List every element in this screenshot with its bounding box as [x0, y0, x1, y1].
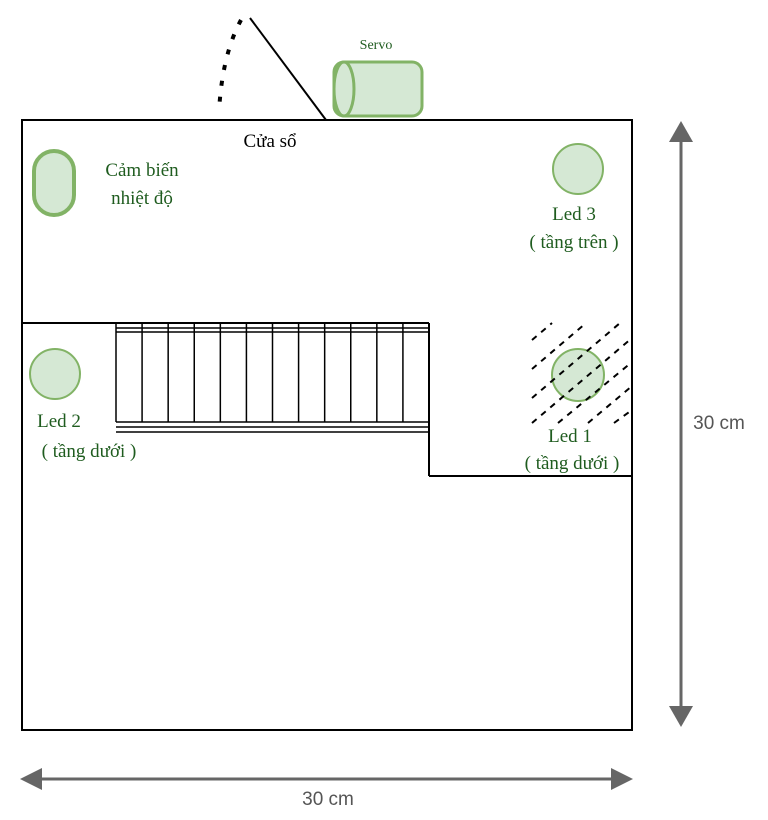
led-3: Led 3 ( tầng trên ): [529, 143, 619, 253]
arrow-right-icon: [611, 768, 633, 790]
arrow-left-icon: [20, 768, 42, 790]
servo-end-cap: [332, 60, 356, 118]
led-1-label-line1: Led 1: [548, 426, 592, 447]
temperature-sensor-body: [32, 149, 76, 217]
led-3-label-line1: Led 3: [552, 204, 596, 225]
arrow-up-icon: [669, 121, 693, 142]
led-1-circle: [551, 348, 605, 402]
sensor-label-line2: nhiệt độ: [111, 188, 173, 209]
led-3-circle: [552, 143, 604, 195]
staircase: [115, 322, 430, 433]
led-1: Led 1 ( tầng dưới ): [525, 322, 633, 474]
led-2: Led 2 ( tầng dưới ): [29, 348, 137, 462]
led-2-circle: [29, 348, 81, 400]
servo: Servo: [332, 38, 424, 118]
led-1-label-line2: ( tầng dưới ): [525, 453, 620, 474]
height-dimension: 30 cm: [669, 121, 745, 727]
led-3-label-line2: ( tầng trên ): [529, 232, 618, 253]
led-2-label-line2: ( tầng dưới ): [42, 441, 137, 462]
width-dimension: 30 cm: [20, 768, 633, 810]
width-label: 30 cm: [302, 789, 354, 810]
window-swing-arc: [217, 19, 243, 113]
arrow-down-icon: [669, 706, 693, 727]
temperature-sensor: Cảm biến nhiệt độ: [32, 149, 179, 217]
sensor-label-line1: Cảm biến: [105, 160, 179, 181]
window-label: Cửa sổ: [243, 131, 296, 152]
hatched-area: [531, 322, 633, 424]
window-pane: [249, 17, 327, 121]
room-outline: [21, 119, 633, 731]
window: Cửa sổ: [217, 17, 327, 152]
height-label: 30 cm: [693, 413, 745, 434]
servo-label: Servo: [360, 38, 393, 53]
led-2-label-line1: Led 2: [37, 411, 81, 432]
